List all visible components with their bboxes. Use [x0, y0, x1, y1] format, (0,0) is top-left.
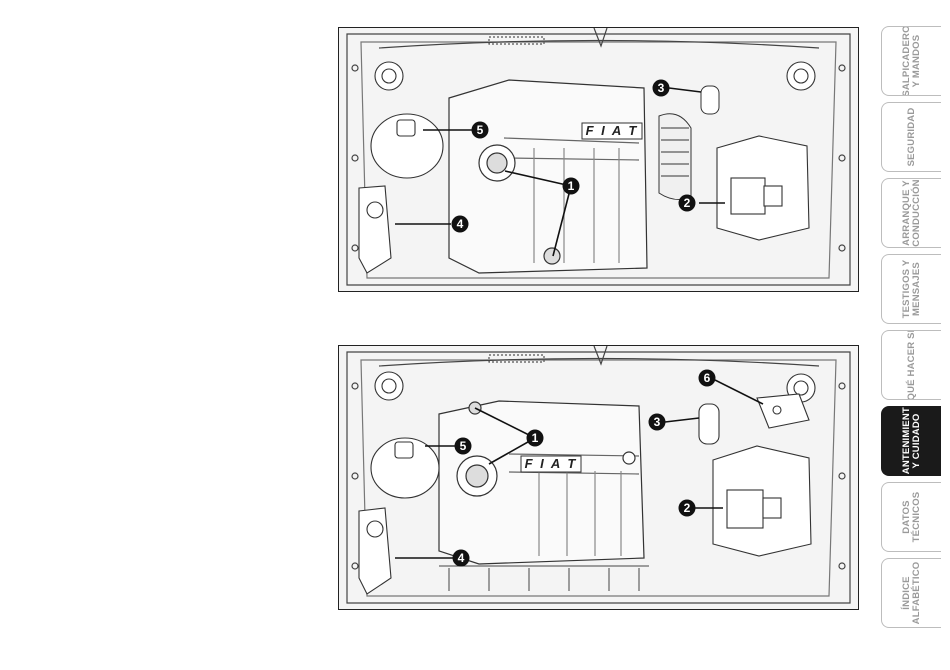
callout-5-label: 5 — [460, 439, 467, 453]
callout-5: 5 — [455, 438, 472, 455]
fiat-logo-plate: F I A T — [521, 456, 581, 472]
callout-1-label: 1 — [532, 431, 539, 445]
callout-2-label: 2 — [684, 501, 691, 515]
battery — [717, 136, 809, 240]
fiat-logo-text: F I A T — [586, 123, 639, 138]
fiat-logo-plate: F I A T — [582, 123, 642, 139]
fuse-box — [757, 394, 809, 428]
callout-6-label: 6 — [704, 371, 711, 385]
callout-4-label: 4 — [457, 217, 464, 231]
callout-2: 2 — [679, 500, 696, 517]
callout-3-label: 3 — [658, 81, 665, 95]
callout-2-label: 2 — [684, 196, 691, 210]
strut-tower-right — [787, 62, 815, 90]
air-intake-duct — [659, 86, 719, 200]
callout-2: 2 — [679, 195, 696, 212]
strut-tower-left — [375, 62, 403, 90]
callout-4: 4 — [453, 550, 470, 567]
callout-1: 1 — [563, 178, 580, 195]
callout-5: 5 — [472, 122, 489, 139]
tab-label-line1: DATOS — [902, 492, 912, 543]
callout-3: 3 — [653, 80, 670, 97]
tab-label-line1: SALPICADERO — [902, 26, 912, 96]
tab-label-line2: MENSAJES — [912, 260, 922, 319]
callout-5-label: 5 — [477, 123, 484, 137]
tab-label-line2: Y CUIDADO — [912, 406, 922, 476]
callout-6: 6 — [699, 370, 716, 387]
engine-compartment-figure-top: F I A T — [338, 27, 859, 292]
washer-reservoir — [699, 404, 719, 444]
tab-que-hacer-si[interactable]: QUÉ HACER SI — [881, 330, 941, 400]
coolant-reservoir — [371, 438, 439, 498]
tab-label-line1: SEGURIDAD — [907, 108, 917, 167]
intake-manifold — [439, 566, 649, 591]
callout-1: 1 — [527, 430, 544, 447]
tab-label-line2: Y MANDOS — [912, 26, 922, 96]
battery — [713, 446, 811, 556]
tab-seguridad[interactable]: SEGURIDAD — [881, 102, 941, 172]
strut-tower-left — [375, 372, 403, 400]
callout-1-label: 1 — [568, 179, 575, 193]
tab-label-line1: TESTIGOS Y — [902, 260, 912, 319]
fluid-reservoir-left — [359, 186, 391, 273]
tab-label-line2: TÉCNICOS — [912, 492, 922, 543]
tab-label-line1: ÍNDICE — [902, 562, 912, 625]
callout-4-label: 4 — [458, 551, 465, 565]
callout-4: 4 — [452, 216, 469, 233]
tab-label-line1: QUÉ HACER SI — [907, 330, 917, 400]
tab-label-line1: ARRANQUE Y — [902, 179, 912, 246]
coolant-reservoir — [371, 114, 443, 178]
fiat-logo-text: F I A T — [525, 456, 578, 471]
callout-3-label: 3 — [654, 415, 661, 429]
engine-cover — [439, 401, 644, 564]
tab-label-line2: ALFABÉTICO — [912, 562, 922, 625]
callout-3: 3 — [649, 414, 666, 431]
fluid-reservoir-left — [359, 508, 391, 594]
tab-label-line1: MANTENIMIENTO — [902, 406, 912, 476]
engine-cover — [449, 80, 647, 273]
tab-label-line2: CONDUCCIÓN — [912, 179, 922, 246]
engine-compartment-figure-bottom: F I A T — [338, 345, 859, 610]
